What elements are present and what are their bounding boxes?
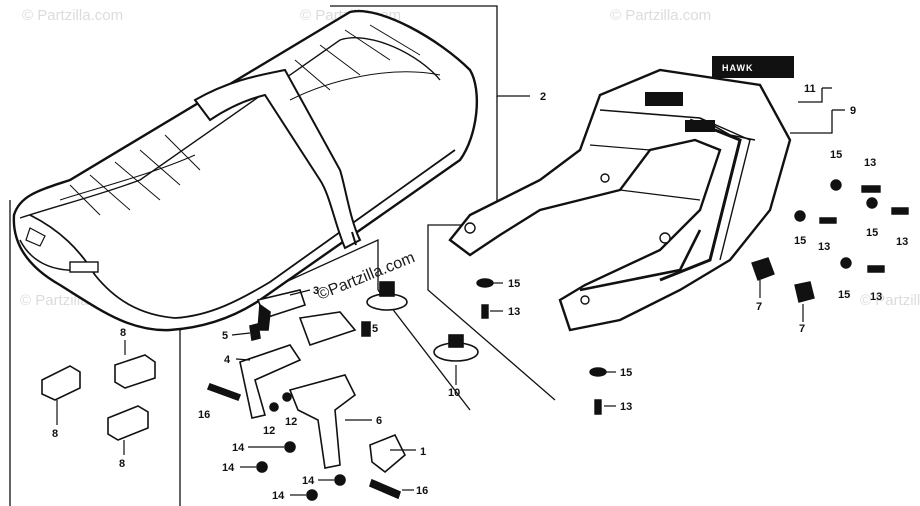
callout-14d: 14 [272,490,285,502]
callout-15b: 15 [620,367,632,379]
callout-7a: 7 [756,301,762,313]
cowl-hardware [476,179,909,415]
callout-8c: 8 [119,458,125,470]
callout-13c: 13 [864,157,876,169]
callout-13e: 13 [896,236,908,248]
callout-11: 11 [804,83,816,95]
callout-4: 4 [224,354,231,366]
callout-3: 3 [313,285,319,297]
callouts: 1 2 3 4 5 5 6 7 7 8 8 8 9 10 11 12 12 13… [52,83,908,502]
callout-15d: 15 [794,235,806,247]
watermark-right: © Partzilla.com [860,292,920,309]
callout-12a: 12 [263,425,275,437]
callout-14b: 14 [222,462,235,474]
leader-emblem [798,88,823,103]
callout-1: 1 [420,446,426,458]
callout-2: 2 [540,91,546,103]
callout-13a: 13 [508,306,520,318]
callout-13f: 13 [870,291,882,303]
callout-6: 6 [376,415,382,427]
leader-seat-right [427,96,556,401]
leader-seat-top [330,5,530,97]
emblem: HAWK [712,56,794,78]
callout-5b: 5 [372,323,378,335]
callout-13d: 13 [818,241,830,253]
callout-13b: 13 [620,401,632,413]
watermark-top-right: © Partzilla.com [610,7,711,24]
callout-8a: 8 [120,327,126,339]
callout-5a: 5 [222,330,228,342]
callout-15c: 15 [830,149,842,161]
callout-14a: 14 [232,442,245,454]
bracket-group [41,281,479,501]
leader-cowl [790,110,833,134]
callout-14c: 14 [302,475,315,487]
callout-16b: 16 [416,485,428,497]
watermark-top-left: © Partzilla.com [22,7,123,24]
emblem-text: HAWK [722,63,754,73]
callout-16a: 16 [198,409,210,421]
callout-8b: 8 [52,428,58,440]
seat [12,9,479,332]
callout-9: 9 [850,105,856,117]
callout-10: 10 [448,387,460,399]
callout-leaders [56,280,804,496]
callout-15e: 15 [866,227,878,239]
callout-12b: 12 [285,416,297,428]
callout-7b: 7 [799,323,805,335]
callout-15a: 15 [508,278,520,290]
tail-cowl [448,68,792,332]
callout-15f: 15 [838,289,850,301]
watermark-center: ©Partzilla.com [315,249,417,303]
